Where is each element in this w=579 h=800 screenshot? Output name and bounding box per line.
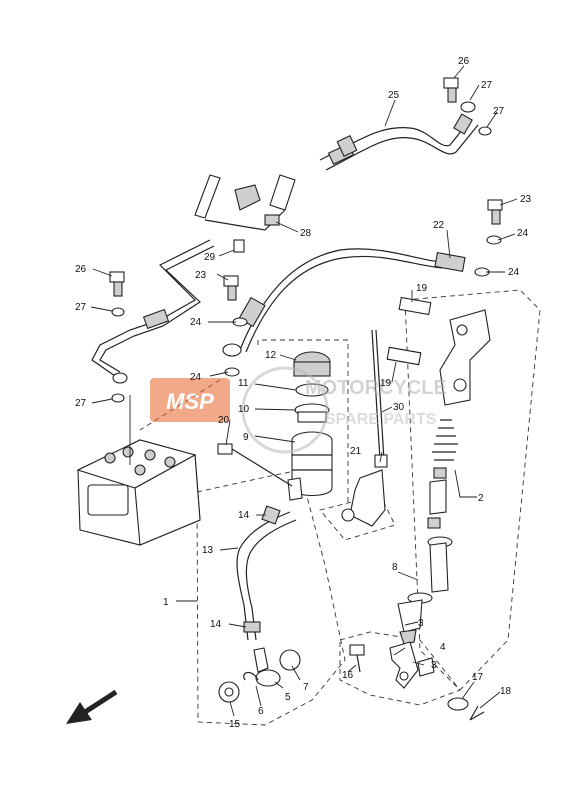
callout-27: 27 (75, 398, 87, 409)
callout-8: 8 (392, 562, 398, 573)
banjo-bolt-top (443, 77, 492, 136)
callout-13: 13 (202, 545, 214, 556)
callout-labels: 1 2 3 3 4 5 6 7 8 9 10 11 12 13 14 14 15… (75, 56, 532, 730)
callout-26: 26 (458, 56, 470, 67)
callout-24: 24 (517, 228, 529, 239)
callout-3: 3 (418, 618, 424, 629)
callout-29: 29 (204, 252, 216, 263)
brake-hose-upper (319, 113, 479, 171)
callout-27: 27 (493, 106, 505, 117)
watermark-globe (241, 366, 329, 454)
callout-4: 4 (440, 642, 446, 653)
watermark-line2: SPARE PARTS (325, 411, 437, 428)
callout-23: 23 (520, 194, 532, 205)
assembly-1-boundary (196, 469, 346, 726)
reservoir-hose (217, 443, 301, 703)
abs-hydraulic-unit (76, 395, 201, 546)
left-brake-pipe (91, 239, 215, 403)
callout-10: 10 (238, 404, 250, 415)
callout-18: 18 (500, 686, 512, 697)
callout-30: 30 (393, 402, 405, 413)
callout-27: 27 (75, 302, 87, 313)
watermark: MSP MOTORCYCLE SPARE PARTS (150, 366, 447, 454)
callout-24: 24 (190, 317, 202, 328)
master-cylinder (386, 296, 491, 645)
callout-15: 15 (229, 719, 241, 730)
assembly-boundaries (139, 289, 541, 726)
callout-6: 6 (258, 706, 264, 717)
callout-24: 24 (508, 267, 520, 278)
callout-1: 1 (163, 597, 169, 608)
callout-19: 19 (416, 283, 428, 294)
push-rod-group-boundary (339, 631, 461, 706)
callout-24: 24 (190, 372, 202, 383)
callout-23: 23 (195, 270, 207, 281)
push-rod-clevis (349, 641, 485, 721)
callout-20: 20 (218, 415, 230, 426)
callout-9: 9 (243, 432, 249, 443)
watermark-logo-box (150, 378, 230, 422)
bracket-group-boundary (319, 499, 396, 541)
callout-25: 25 (388, 90, 400, 101)
watermark-line1: MOTORCYCLE (305, 377, 447, 399)
reservoir-rod-bracket (341, 329, 388, 527)
callout-14: 14 (210, 619, 222, 630)
callout-27: 27 (481, 80, 493, 91)
callout-22: 22 (433, 220, 445, 231)
callout-17: 17 (472, 672, 484, 683)
direction-arrow-icon (66, 689, 118, 724)
callout-12: 12 (265, 350, 277, 361)
callout-16: 16 (342, 670, 354, 681)
brake-pipe-22 (222, 199, 503, 377)
callout-14: 14 (238, 510, 250, 521)
callout-7: 7 (303, 682, 309, 693)
callout-3: 3 (431, 660, 437, 671)
callout-26: 26 (75, 264, 87, 275)
reservoir-assembly (287, 351, 333, 501)
leader-lines (90, 65, 518, 717)
reservoir-group-boundary (257, 339, 349, 505)
hose-bracket (194, 174, 296, 253)
callout-2: 2 (478, 493, 484, 504)
watermark-logo-text: MSP (166, 389, 214, 414)
callout-28: 28 (300, 228, 312, 239)
callout-19: 19 (380, 378, 392, 389)
callout-11: 11 (238, 378, 249, 389)
callout-5: 5 (285, 692, 291, 703)
callout-21: 21 (350, 446, 362, 457)
